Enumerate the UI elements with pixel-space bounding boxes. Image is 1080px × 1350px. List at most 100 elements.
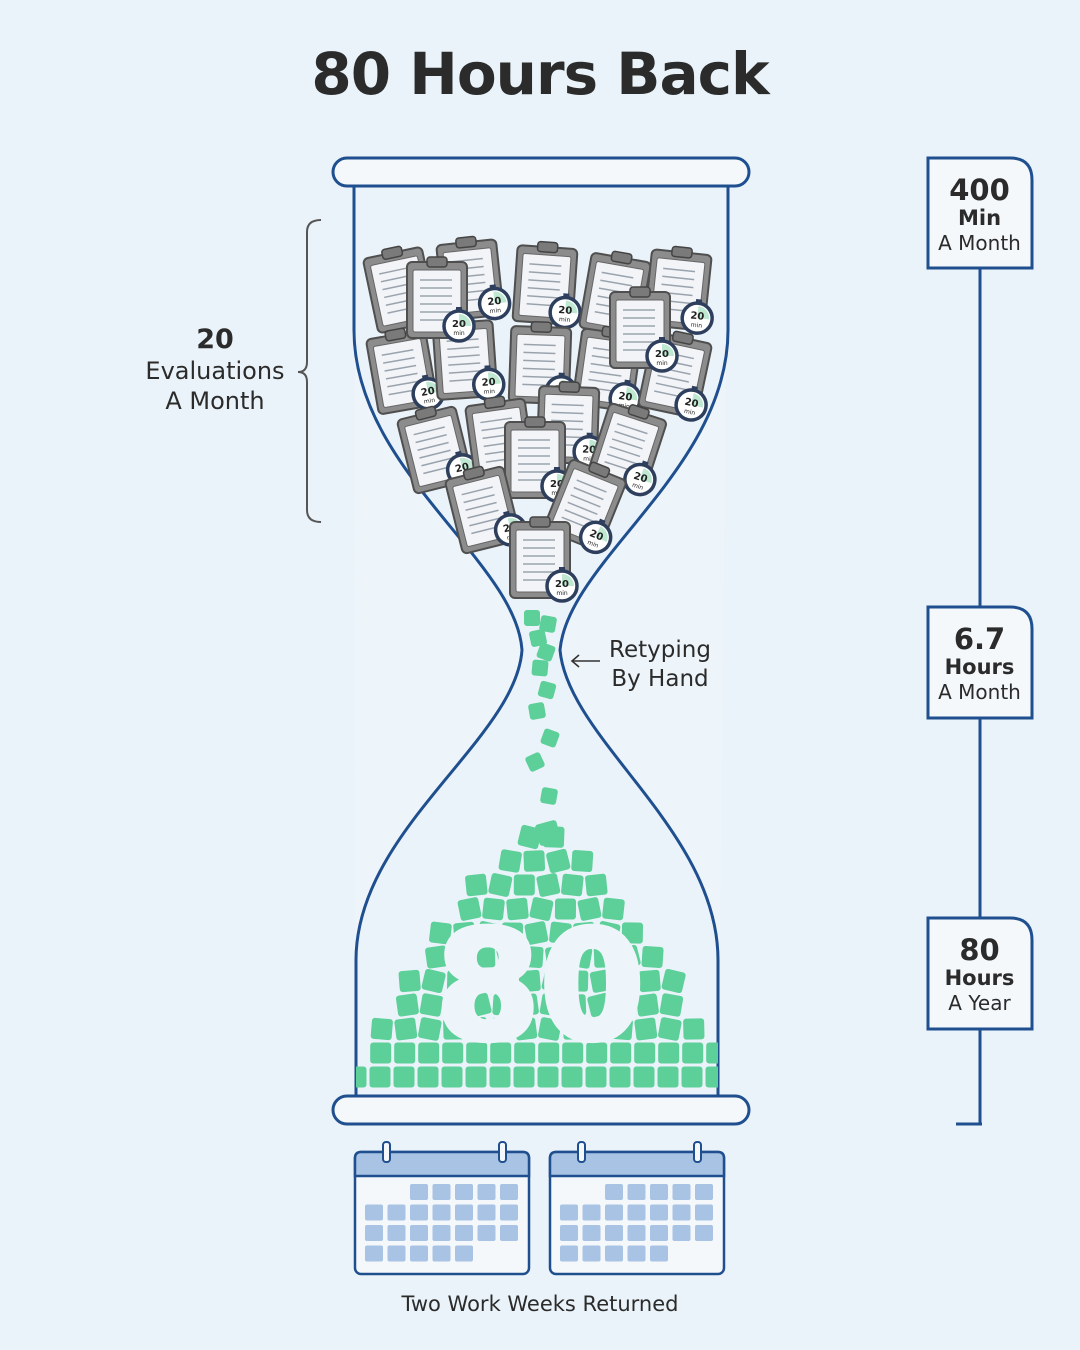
sand-block [465, 1066, 487, 1088]
calendar-day [432, 1245, 451, 1262]
calendar-day [627, 1204, 646, 1221]
sand-block [659, 993, 684, 1017]
sand-block [446, 970, 469, 992]
sand-block [444, 994, 467, 1016]
calendar-day [387, 1245, 406, 1262]
sand-block [465, 1016, 490, 1042]
sand-block [638, 969, 661, 993]
timeline [926, 156, 1034, 1126]
sand-grain [540, 728, 560, 748]
timeline-value-2: 6.7 [953, 622, 1006, 656]
sand-grain [528, 702, 546, 720]
calendar-day [365, 1204, 383, 1221]
sand-block [476, 921, 501, 945]
sand-block [541, 968, 566, 994]
sand-block [514, 1042, 536, 1064]
sand-block [538, 1042, 560, 1064]
sand-block [506, 897, 529, 921]
sand-block [539, 993, 564, 1017]
sand-pile [354, 820, 728, 1088]
sand-block [513, 1066, 535, 1088]
sand-grain [529, 629, 547, 647]
sand-block [443, 1018, 465, 1040]
stopwatch-unit: min [683, 408, 696, 417]
timeline-value-3: 80 [959, 933, 1000, 967]
sand-block [612, 994, 635, 1016]
timeline-label-3: 80 Hours A Year [928, 935, 1031, 1016]
sand-block [616, 944, 641, 970]
calendar-day [672, 1204, 691, 1221]
calendar-day [582, 1225, 601, 1241]
sand-block [523, 850, 546, 872]
calendar-icon [548, 1141, 726, 1276]
sand-block [535, 820, 561, 846]
sand-grain [537, 680, 557, 700]
sand-block [610, 1042, 632, 1064]
sand-block [609, 1066, 631, 1088]
sand-block [563, 1018, 585, 1040]
sand-block [501, 922, 524, 944]
calendar-day [432, 1184, 451, 1200]
evaluations-text-2: A Month [165, 387, 265, 415]
sand-block [568, 945, 593, 969]
calendar-day [455, 1245, 473, 1262]
evaluations-value: 20 [196, 324, 234, 355]
calendar-day [455, 1204, 473, 1221]
stopwatch-value: 20 [550, 479, 564, 490]
sand-block [518, 969, 541, 993]
sand-block [488, 873, 513, 897]
sand-block [658, 1017, 682, 1041]
sand-block [538, 1017, 562, 1041]
calendar-day [627, 1184, 646, 1200]
evaluations-label: 20 Evaluations A Month [140, 324, 290, 416]
stopwatch-value: 20 [588, 528, 605, 543]
sand-block [683, 1018, 705, 1040]
sand-block [564, 994, 587, 1016]
sand-block [354, 1066, 367, 1088]
sand-block [370, 1017, 393, 1041]
calendar-day [455, 1184, 473, 1200]
sand-block [566, 970, 589, 992]
calendar-day [650, 1184, 668, 1200]
timeline-period-1: A Month [938, 231, 1021, 255]
calendar-day [582, 1245, 601, 1262]
timeline-tag-3 [926, 916, 1034, 1031]
timeline-unit-2: Hours [944, 655, 1015, 679]
sand-block [498, 849, 522, 873]
sand-block [514, 1017, 538, 1041]
retyping-text-2: By Hand [611, 666, 709, 692]
sand-block [573, 921, 596, 945]
calendar-day [365, 1225, 383, 1241]
hourglass-glass [352, 186, 730, 1095]
calendar-day [672, 1184, 691, 1200]
sand-block [369, 1066, 391, 1088]
calendar-day [650, 1245, 668, 1262]
calendar-day [477, 1184, 496, 1200]
sand-block [515, 993, 539, 1017]
sand-block [441, 1066, 463, 1088]
sand-number: 80 [436, 900, 645, 1074]
sand-block [549, 921, 572, 945]
sand-grain [525, 752, 545, 772]
timeline-label-2: 6.7 Hours A Month [928, 624, 1031, 705]
stopwatch-unit: min [483, 388, 495, 396]
page-title: 80 Hours Back [311, 40, 769, 108]
sand-block [429, 921, 452, 945]
calendar-day [477, 1225, 496, 1241]
sand-block [593, 946, 616, 968]
sand-block [634, 1042, 656, 1064]
sand-block [621, 922, 644, 944]
hourglass-bottom-cap [331, 1094, 751, 1126]
sand-block [536, 873, 561, 897]
stopwatch-unit: min [690, 322, 702, 330]
stopwatch-value: 20 [618, 391, 633, 404]
timeline-period-3: A Year [948, 991, 1011, 1015]
caption: Two Work Weeks Returned [401, 1292, 679, 1316]
timeline-tag-1 [926, 156, 1034, 270]
sand-block [602, 897, 625, 921]
sand-block [482, 897, 505, 921]
